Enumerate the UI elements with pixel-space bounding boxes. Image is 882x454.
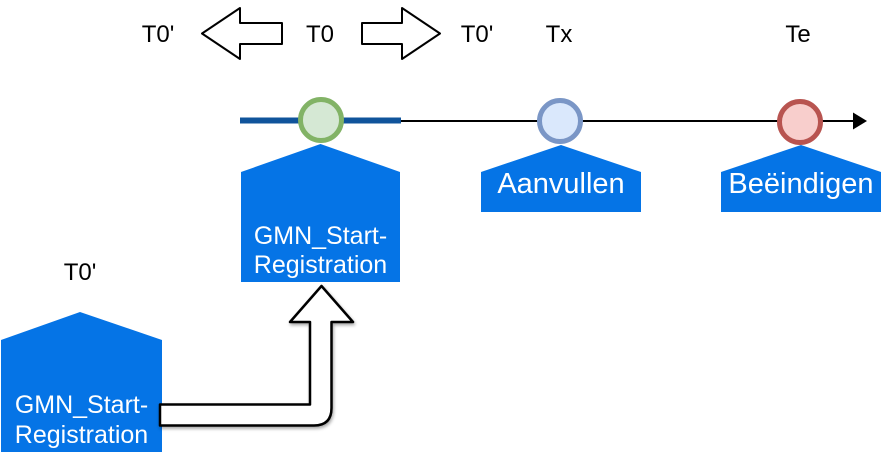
milestone-circle-aanvullen	[537, 98, 583, 144]
pentagon-gmn-start-bottom-label: GMN_Start- Registration	[1, 390, 162, 450]
pentagon-gmn-top-line1: GMN_Start-	[253, 222, 388, 250]
pentagon-beeindigen	[721, 145, 881, 212]
label-t0: T0	[305, 21, 334, 48]
pentagon-aanvullen-label: Aanvullen	[497, 168, 625, 200]
pentagon-gmn-top-line2: Registration	[253, 251, 388, 279]
arrowhead-right-icon	[853, 112, 867, 130]
pentagon-gmn-start-top	[241, 144, 400, 282]
pentagon-gmn-start-top-label: GMN_Start- Registration	[241, 222, 400, 280]
pentagon-beeindigen-label: Beëindigen	[728, 168, 874, 200]
bent-arrow-up-icon	[158, 284, 355, 427]
block-arrow-right-icon	[361, 7, 441, 60]
pentagon-gmn-bottom-line1: GMN_Start-	[14, 391, 149, 419]
milestone-circle-start	[298, 97, 344, 143]
pentagon-gmn-bottom-line2: Registration	[14, 421, 149, 449]
label-te: Te	[785, 21, 811, 48]
label-tx: Tx	[545, 21, 573, 48]
block-arrow-left-icon	[201, 7, 283, 60]
pentagon-gmn-start-bottom	[1, 312, 162, 452]
milestone-circle-beeindigen	[777, 99, 823, 145]
pentagon-aanvullen	[481, 145, 641, 212]
label-t0-prime-left: T0'	[141, 21, 175, 48]
label-t0-prime-bottom: T0'	[63, 259, 97, 286]
label-t0-prime-right: T0'	[460, 21, 494, 48]
